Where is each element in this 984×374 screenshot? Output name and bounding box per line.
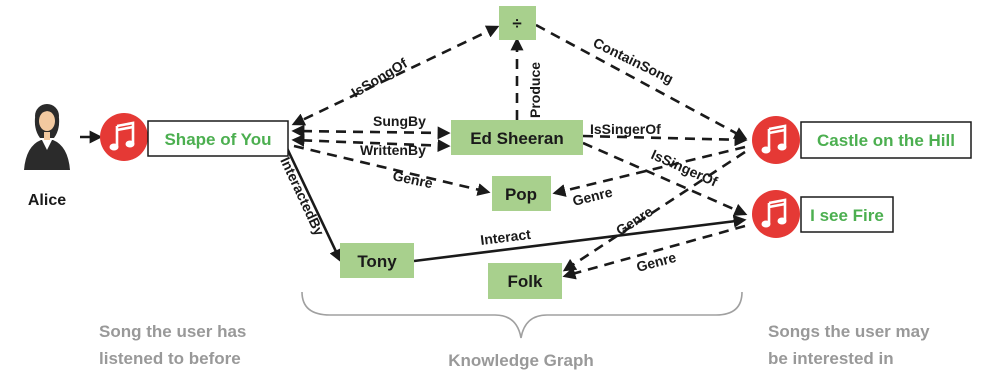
singer-label: Ed Sheeran <box>470 129 564 148</box>
node-singer: Ed Sheeran <box>451 120 583 155</box>
edge-contain-song <box>535 23 748 140</box>
edge-written-by <box>291 133 451 153</box>
label-genre-fire-folk: Genre <box>635 249 678 275</box>
caption-right-line2: be interested in <box>768 349 894 368</box>
label-interact: Interact <box>479 226 531 248</box>
caption-middle: Knowledge Graph <box>448 351 593 370</box>
label-produce: Produce <box>527 62 543 118</box>
caption-left-line1: Song the user has <box>99 322 246 341</box>
user-name: Alice <box>28 192 66 209</box>
music-note-icon <box>752 116 800 164</box>
genre-folk-label: Folk <box>508 272 543 291</box>
user-alice: Alice <box>24 104 70 209</box>
caption-left-line2: listened to before <box>99 349 241 368</box>
edge-genre-castle-pop <box>552 145 746 197</box>
edge-sung-by <box>291 124 451 140</box>
label-is-singer-of-1: IsSingerOf <box>590 121 661 137</box>
edge-interact <box>413 214 747 263</box>
node-other-user: Tony <box>340 243 414 278</box>
edge-interacted-by <box>284 145 342 263</box>
node-target-song-2: I see Fire <box>800 196 894 233</box>
node-target-song-1: Castle on the Hill <box>800 121 972 159</box>
genre-pop-label: Pop <box>505 185 537 204</box>
label-genre-pop: Genre <box>391 167 434 191</box>
edge-is-song-of <box>291 25 500 126</box>
node-source-song: Shape of You <box>147 120 289 157</box>
label-sung-by: SungBy <box>373 113 426 129</box>
user-avatar-icon <box>24 104 70 170</box>
knowledge-graph-brace <box>301 291 743 339</box>
other-user-label: Tony <box>357 252 397 271</box>
node-album: ÷ <box>499 6 536 40</box>
edge-is-singer-of-2 <box>582 141 748 216</box>
source-song-title: Shape of You <box>164 130 271 149</box>
node-genre-pop: Pop <box>492 176 551 211</box>
music-note-icon <box>752 190 800 238</box>
album-label: ÷ <box>512 14 521 33</box>
edge-genre-castle-folk <box>562 150 746 272</box>
music-note-icon <box>100 113 148 161</box>
target-song-2-title: I see Fire <box>810 206 884 225</box>
label-written-by: WrittenBy <box>360 142 426 158</box>
captions: Song the user has listened to before Kno… <box>99 322 930 370</box>
edge-genre-fire-folk <box>562 224 746 280</box>
label-interacted-by: InteractedBy <box>277 155 327 239</box>
caption-right-line1: Songs the user may <box>768 322 930 341</box>
edges <box>80 23 748 280</box>
label-is-song-of: IsSongOf <box>348 55 410 101</box>
node-genre-folk: Folk <box>488 263 562 299</box>
target-song-1-title: Castle on the Hill <box>817 131 955 150</box>
